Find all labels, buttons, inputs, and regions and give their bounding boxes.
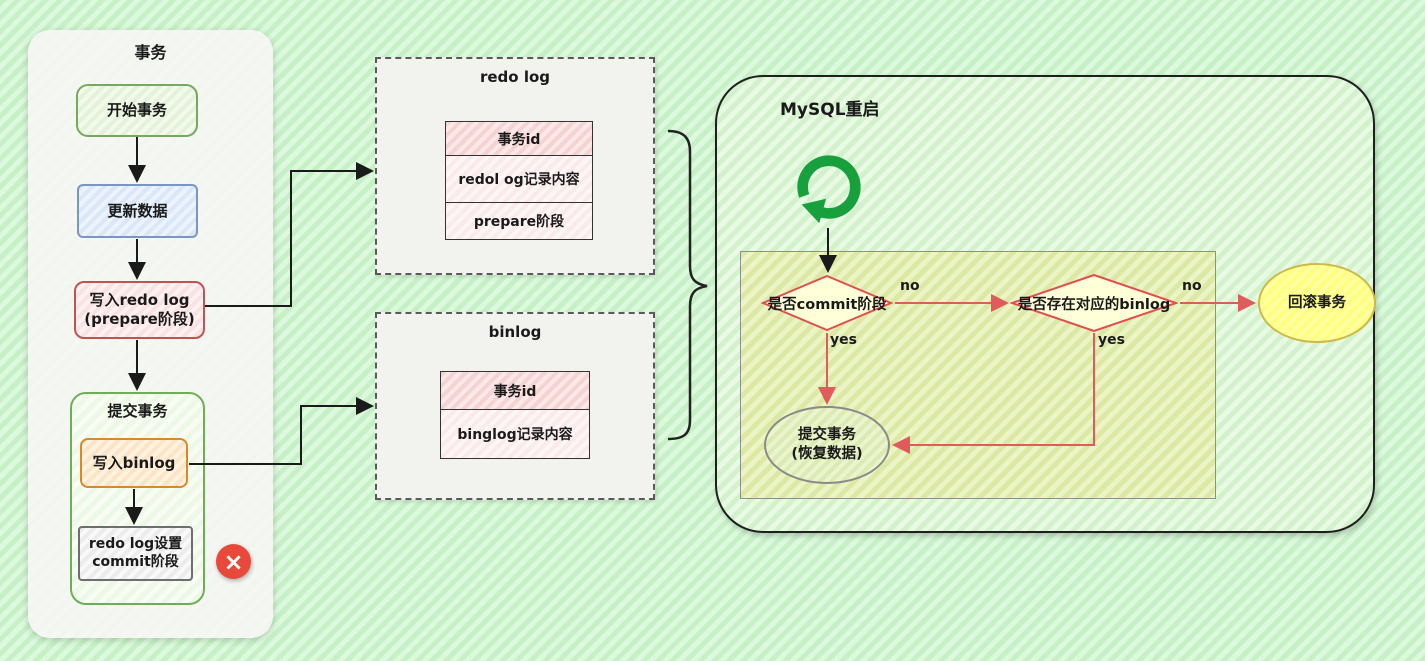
edge-label-yes-1: yes (830, 332, 857, 348)
begin-transaction-node: 开始事务 (76, 84, 198, 137)
table-row: binglog记录内容 (441, 409, 589, 458)
decision-binlog-exists-label: 是否存在对应的binlog (1017, 296, 1171, 313)
write-redo-log-node: 写入redo log (prepare阶段) (74, 281, 205, 339)
redo-log-commit-node: redo log设置 commit阶段 (78, 526, 193, 581)
begin-transaction-label: 开始事务 (106, 101, 167, 120)
update-data-label: 更新数据 (107, 201, 168, 220)
mysql-restart-title: MySQL重启 (780, 100, 880, 120)
redo-log-commit-line2: commit阶段 (92, 553, 179, 570)
rollback-transaction-node: 回滚事务 (1258, 263, 1376, 343)
redo-log-box-title: redo log (479, 68, 551, 86)
edge-label-no-1: no (900, 278, 920, 294)
error-badge: × (216, 544, 251, 579)
transaction-panel-title: 事务 (134, 43, 167, 62)
close-x-icon: × (223, 547, 244, 576)
redo-log-commit-line1: redo log设置 (88, 536, 183, 552)
write-redo-log-line2: (prepare阶段) (84, 310, 195, 328)
decision-binlog-exists: 是否存在对应的binlog (1010, 274, 1178, 332)
commit-recover-line2: (恢复数据) (791, 446, 863, 462)
binlog-table: 事务id binglog记录内容 (440, 371, 590, 459)
write-binlog-label: 写入binlog (92, 453, 176, 472)
update-data-node: 更新数据 (77, 184, 198, 238)
redo-log-table: 事务id redol og记录内容 prepare阶段 (445, 121, 593, 240)
edge-label-no-2: no (1182, 278, 1202, 294)
rollback-transaction-label: 回滚事务 (1288, 294, 1346, 311)
table-row: prepare阶段 (446, 202, 592, 239)
write-redo-log-line1: 写入redo log (89, 291, 190, 310)
commit-transaction-group-label: 提交事务 (107, 402, 168, 420)
table-row: 事务id (446, 122, 592, 155)
table-row: redol og记录内容 (446, 155, 592, 202)
binlog-box-title: binlog (488, 323, 542, 341)
commit-recover-node: 提交事务 (恢复数据) (764, 406, 890, 484)
table-row: 事务id (441, 372, 589, 409)
restart-circular-arrow-icon (790, 148, 868, 226)
decision-commit-phase-label: 是否commit阶段 (767, 296, 887, 313)
write-binlog-node: 写入binlog (80, 438, 188, 488)
commit-recover-line1: 提交事务 (798, 427, 856, 444)
edge-label-yes-2: yes (1098, 332, 1125, 348)
decision-commit-phase: 是否commit阶段 (761, 275, 893, 331)
brace-connector (667, 129, 708, 441)
